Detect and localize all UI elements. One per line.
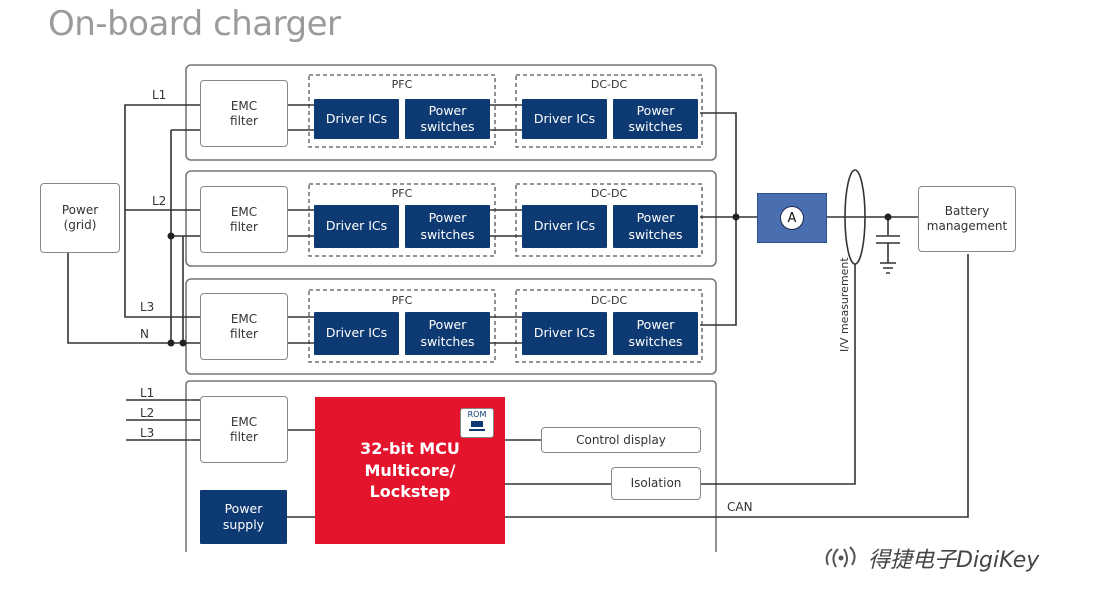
label-n: N xyxy=(140,327,149,341)
output-1 xyxy=(700,112,737,217)
wire-n xyxy=(67,252,200,344)
driver-ics-3: Driver ICs xyxy=(314,312,399,355)
control-frame xyxy=(185,380,717,552)
power-supply-box: Power supply xyxy=(200,490,287,544)
page-title: On-board charger xyxy=(48,4,341,44)
wechat-icon xyxy=(825,546,856,568)
control-label-l2: L2 xyxy=(140,406,155,420)
dcdc-power-switches-3: Power switches xyxy=(613,312,698,355)
rom-label: ROM xyxy=(467,410,487,419)
can-label: CAN xyxy=(727,500,753,514)
chip-icon xyxy=(469,421,485,431)
dcdc-driver-ics-3: Driver ICs xyxy=(522,312,607,355)
battery-management-box: Battery management xyxy=(918,186,1016,252)
dcdc-driver-ics-1: Driver ICs xyxy=(522,99,607,139)
can-wire xyxy=(505,254,969,518)
dcdc-label-1: DC-DC xyxy=(590,78,628,91)
dcdc-driver-ics-2: Driver ICs xyxy=(522,205,607,248)
isolation-box: Isolation xyxy=(611,467,701,500)
power-switches-3: Power switches xyxy=(405,312,490,355)
emc-filter-2: EMC filter xyxy=(200,186,288,253)
stage-frame-3 xyxy=(185,278,717,375)
dcdc-power-switches-1: Power switches xyxy=(613,99,698,139)
pfc-group-1 xyxy=(308,74,496,148)
stage-frame-2 xyxy=(185,170,717,267)
power-switches-1: Power switches xyxy=(405,99,490,139)
measurement-label: I/V measurement xyxy=(838,257,851,352)
measurement-wire xyxy=(700,264,856,485)
emc-filter-control: EMC filter xyxy=(200,396,288,463)
driver-ics-1: Driver ICs xyxy=(314,99,399,139)
label-l3: L3 xyxy=(140,300,155,314)
current-sensor: A xyxy=(757,193,827,243)
rom-icon: ROM xyxy=(460,408,494,438)
watermark: 得捷电子DigiKey xyxy=(868,548,1040,573)
power-grid-box: Power (grid) xyxy=(40,183,120,253)
pfc-group-2 xyxy=(308,183,496,257)
dcdc-group-2 xyxy=(515,183,703,257)
dcdc-power-switches-2: Power switches xyxy=(613,205,698,248)
wire-l3 xyxy=(124,210,200,318)
ammeter-icon: A xyxy=(780,206,804,230)
control-label-l3: L3 xyxy=(140,426,155,440)
output-3 xyxy=(700,217,737,326)
driver-ics-2: Driver ICs xyxy=(314,205,399,248)
dcdc-group-1 xyxy=(515,74,703,148)
pfc-label-1: PFC xyxy=(391,78,413,91)
emc-filter-3: EMC filter xyxy=(200,293,288,360)
control-label-l1: L1 xyxy=(140,386,155,400)
label-l1: L1 xyxy=(152,88,167,102)
wire-l1 xyxy=(124,104,200,210)
pfc-label-2: PFC xyxy=(391,187,413,200)
pfc-label-3: PFC xyxy=(391,294,413,307)
power-switches-2: Power switches xyxy=(405,205,490,248)
pfc-group-3 xyxy=(308,289,496,363)
dcdc-label-2: DC-DC xyxy=(590,187,628,200)
control-display-box: Control display xyxy=(541,427,701,453)
emc-filter-1: EMC filter xyxy=(200,80,288,147)
label-l2: L2 xyxy=(152,194,167,208)
dcdc-group-3 xyxy=(515,289,703,363)
dcdc-label-3: DC-DC xyxy=(590,294,628,307)
